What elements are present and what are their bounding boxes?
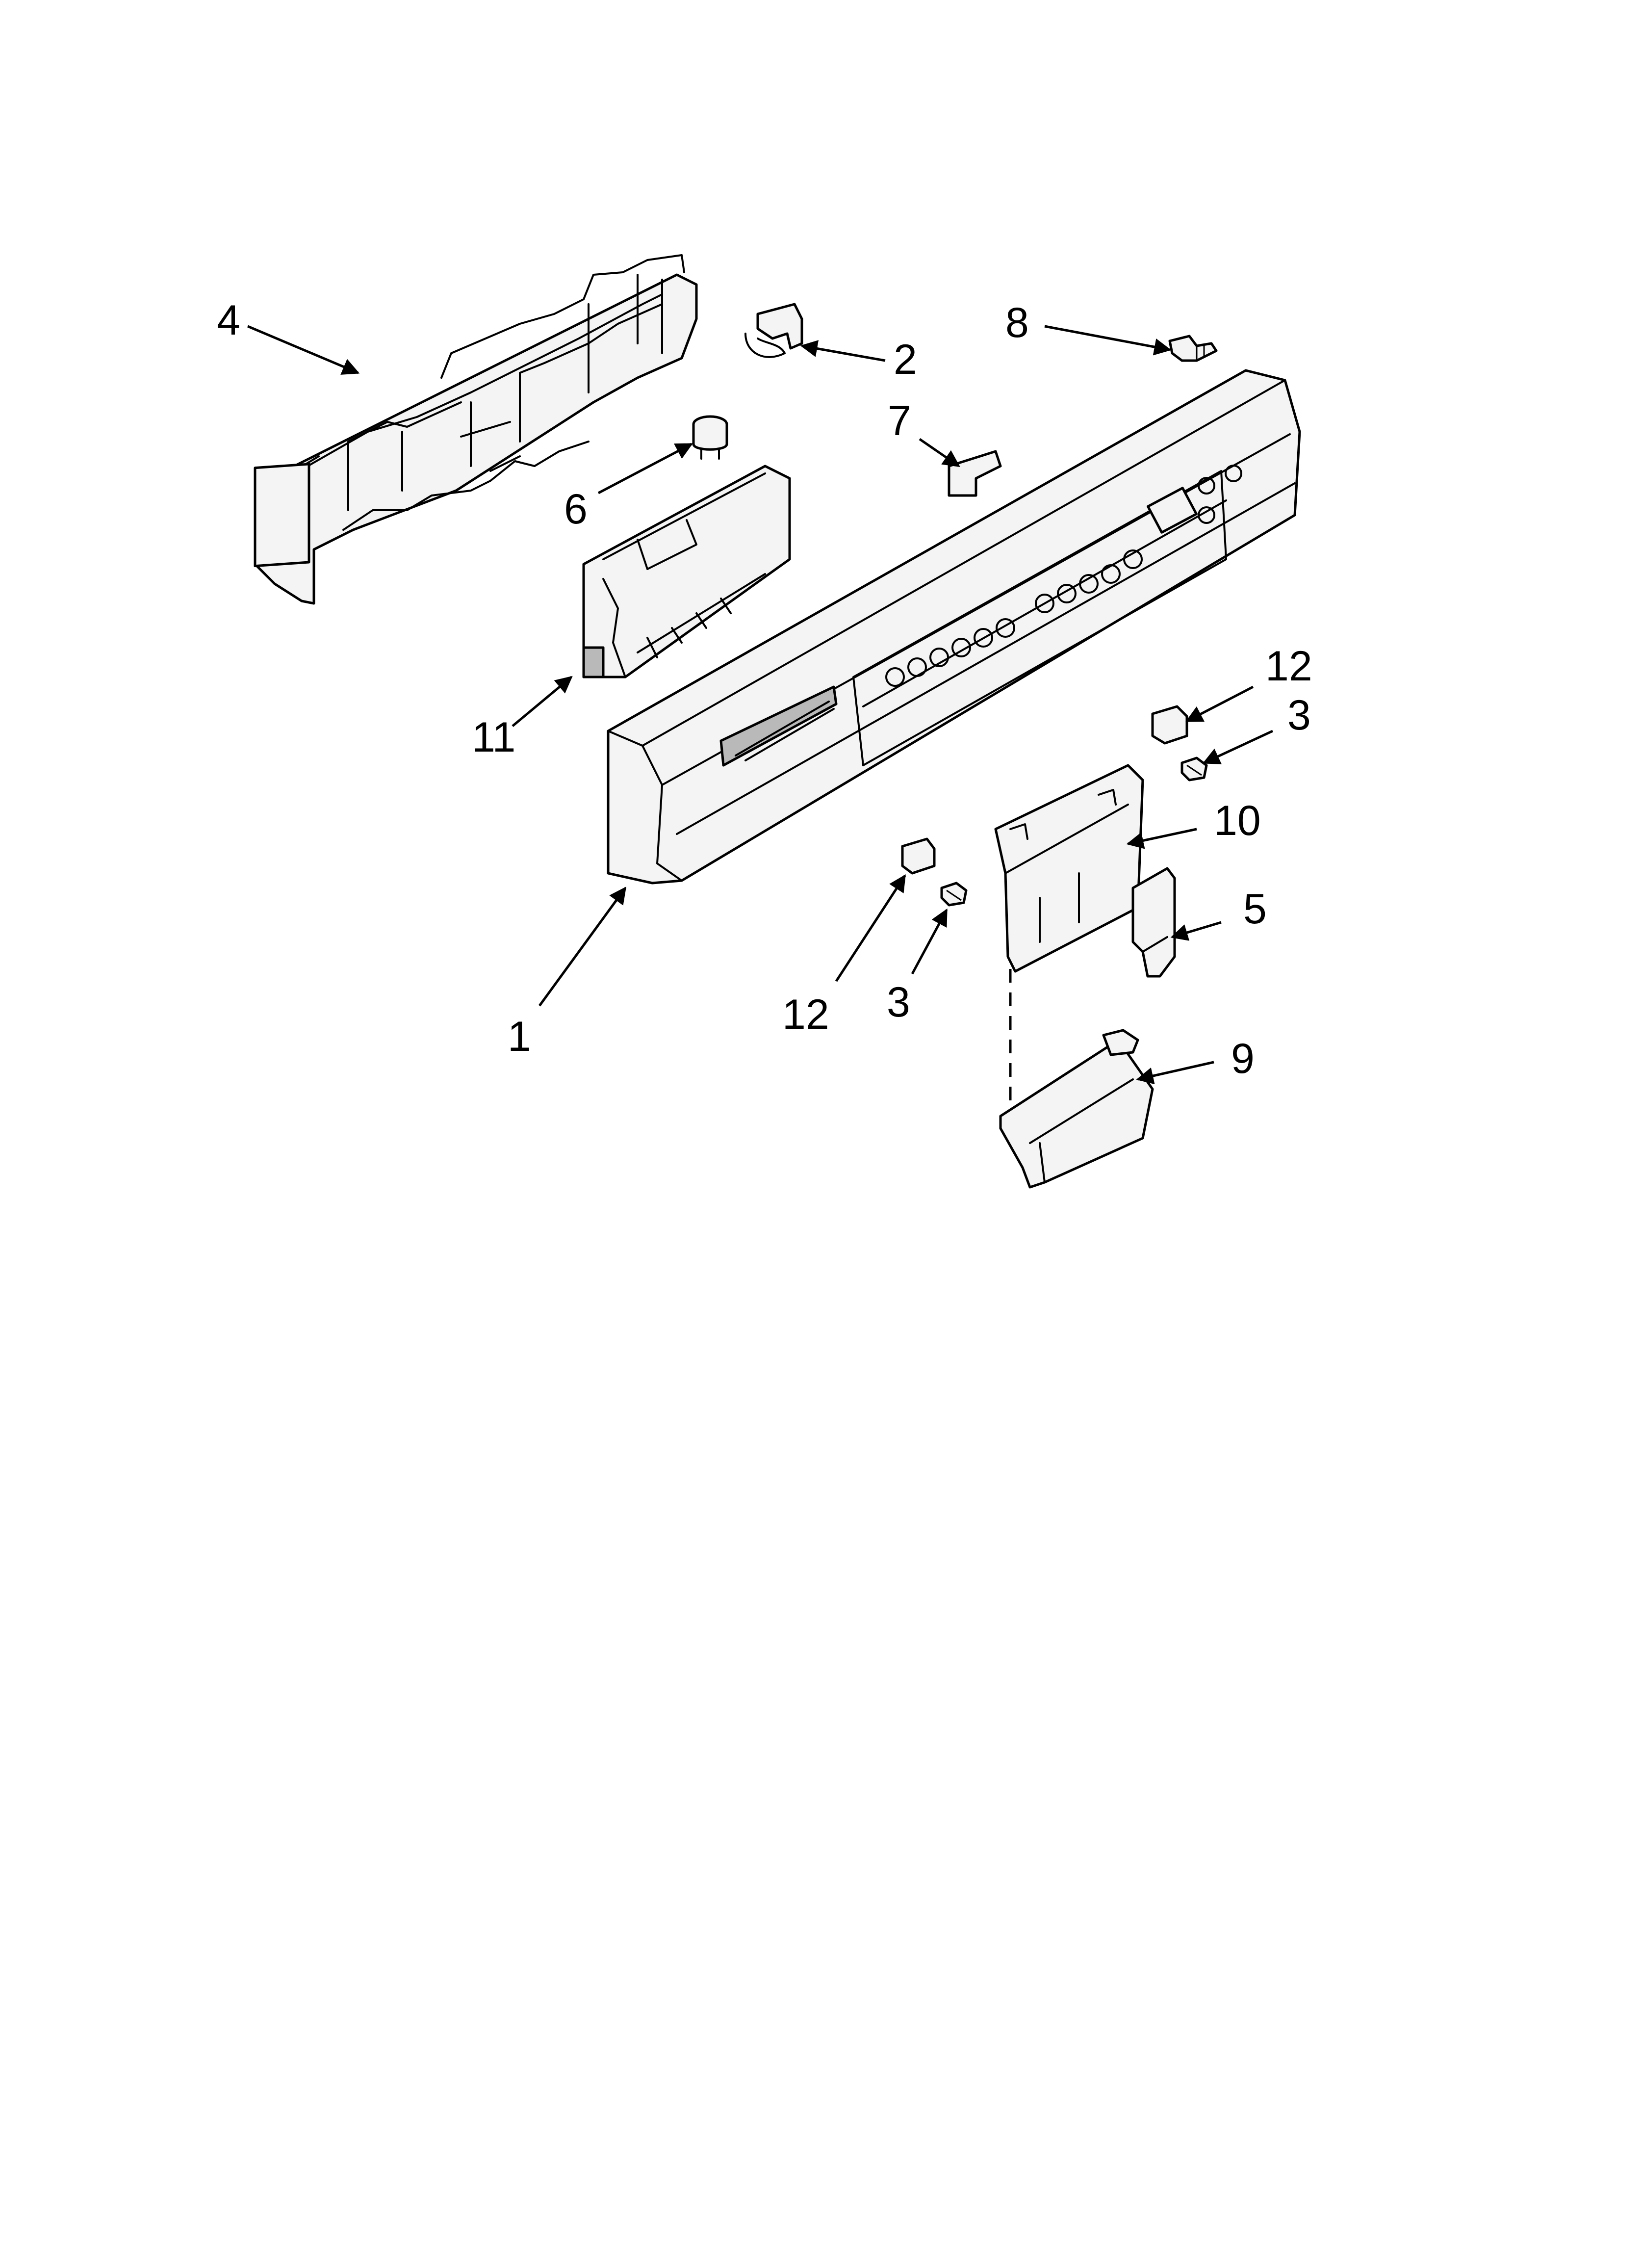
screw-3-upper-part: [1180, 756, 1208, 782]
callout-12-lower: 12: [782, 991, 829, 1038]
callout-7: 7: [888, 397, 911, 444]
leader-3-lower: [911, 908, 948, 975]
bracket-housing-part: [994, 764, 1144, 973]
leader-4: [247, 325, 360, 375]
leader-8: [1044, 325, 1172, 356]
callout-9: 9: [1231, 1035, 1255, 1082]
callout-5: 5: [1243, 886, 1267, 933]
leader-12-lower: [835, 874, 906, 982]
cap-part: [692, 415, 728, 460]
leader-11: [512, 676, 573, 727]
small-clip-part: [948, 450, 1002, 497]
control-board-part: [582, 465, 791, 678]
callout-12-upper: 12: [1265, 643, 1312, 690]
callout-1: 1: [508, 1013, 531, 1060]
leader-5: [1170, 921, 1222, 941]
callout-11: 11: [472, 714, 516, 761]
side-bracket-part: [1131, 867, 1176, 978]
screw-part: [1168, 335, 1218, 362]
callout-10: 10: [1214, 797, 1261, 844]
control-panel-part: [607, 369, 1301, 885]
console-bracket-part: [254, 254, 698, 605]
clip-12-upper-part: [1151, 705, 1188, 745]
callout-3-lower: 3: [887, 979, 910, 1026]
clip-12-lower-part: [901, 837, 936, 875]
leader-9: [1136, 1061, 1214, 1085]
leader-6: [597, 443, 693, 495]
callout-4: 4: [217, 297, 240, 344]
panel-buttons: [885, 465, 1242, 687]
clip-part: [744, 303, 803, 358]
leader-3-upper: [1202, 730, 1274, 764]
leader-10: [1126, 828, 1197, 849]
leader-12-upper: [1185, 685, 1254, 723]
callout-8: 8: [1005, 299, 1029, 346]
leader-2: [800, 340, 886, 362]
callout-2: 2: [894, 336, 917, 383]
callout-3-upper: 3: [1287, 692, 1311, 739]
lower-bracket-part: [999, 1029, 1154, 1189]
leader-7: [919, 438, 960, 468]
leader-1: [538, 886, 627, 1007]
leader-lines: [247, 325, 1274, 1085]
screw-3-lower-part: [940, 882, 968, 907]
callout-6: 6: [564, 486, 588, 533]
